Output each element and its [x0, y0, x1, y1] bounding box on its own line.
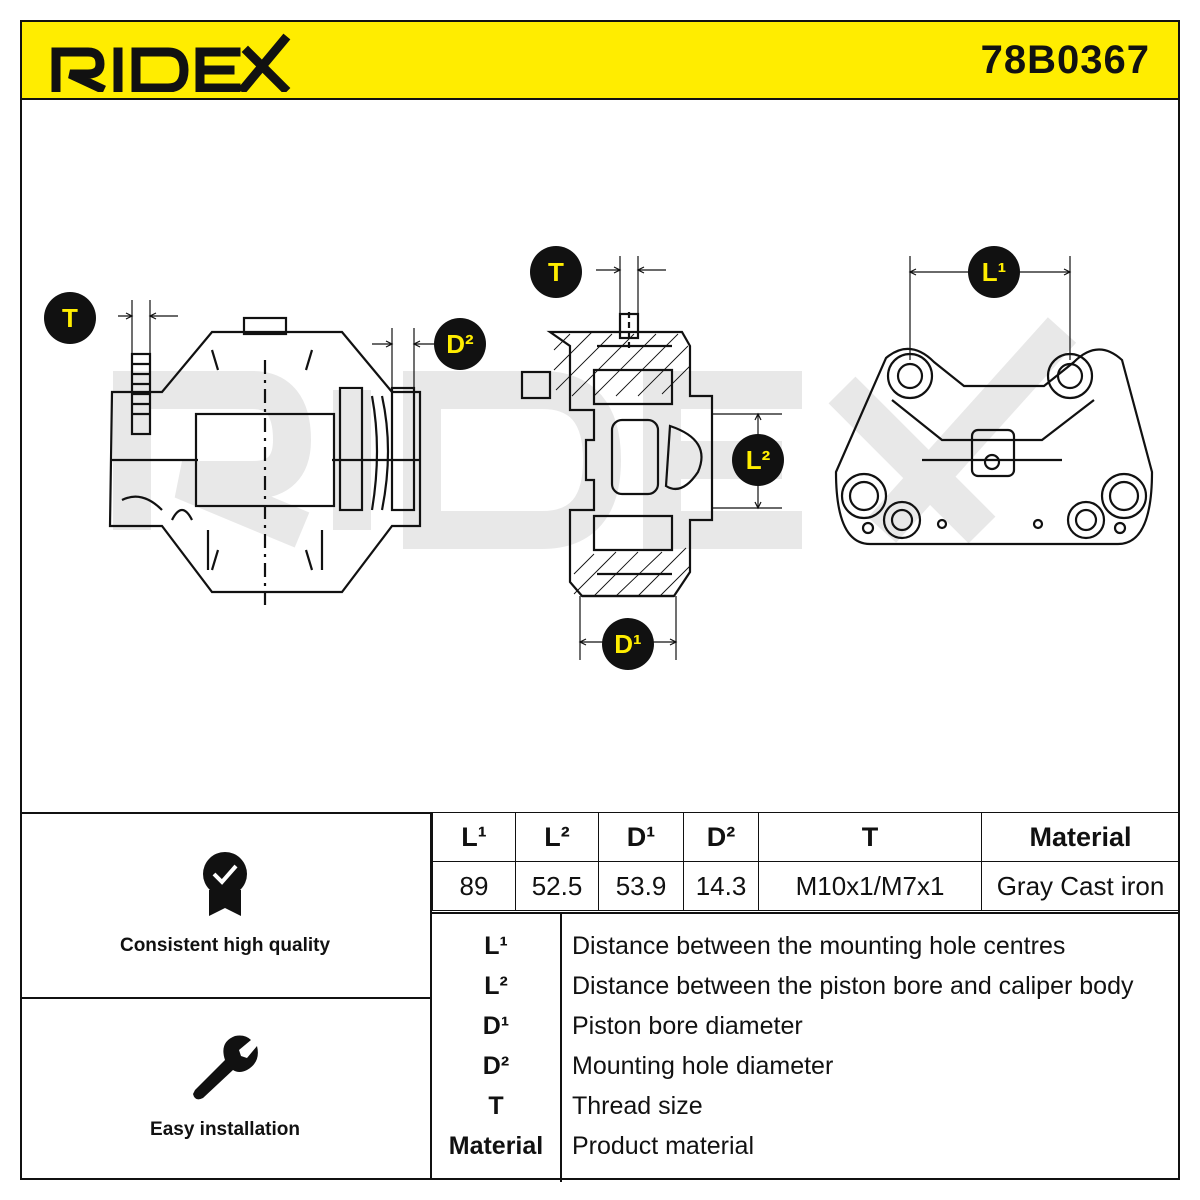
spec-value-d1: 53.9: [598, 861, 684, 911]
legend-key: T: [488, 1092, 504, 1120]
feature-quality: Consistent high quality: [20, 850, 430, 957]
legend-row: L² Distance between the piston bore and …: [432, 968, 1180, 1008]
legend-divider: [560, 914, 562, 1182]
label-d2: D²: [434, 318, 486, 370]
spec-value-material: Gray Cast iron: [981, 861, 1180, 911]
legend-key: D²: [482, 1052, 510, 1080]
header-bar: 78B0367: [20, 20, 1180, 100]
spec-header-row: L¹ L² D¹ D² T Material: [432, 812, 1180, 862]
legend-desc: Distance between the mounting hole centr…: [572, 932, 1066, 960]
legend-row: Material Product material: [432, 1128, 1180, 1168]
caliper-rear-view: [834, 347, 1154, 546]
spec-value-t: M10x1/M7x1: [758, 861, 982, 911]
legend-desc: Distance between the piston bore and cal…: [572, 972, 1134, 1000]
spec-table: L¹ L² D¹ D² T Material 89 52.5 53.9 14.3…: [432, 812, 1180, 911]
feature-divider: [20, 997, 430, 999]
feature-installation: Easy installation: [20, 1032, 430, 1141]
legend-desc: Product material: [572, 1132, 755, 1160]
feature-quality-label: Consistent high quality: [119, 935, 331, 956]
feature-installation-label: Easy installation: [150, 1119, 300, 1140]
legend-desc: Mounting hole diameter: [572, 1052, 834, 1080]
spec-value-l2: 52.5: [515, 861, 599, 911]
spec-value-l1: 89: [432, 861, 516, 911]
label-l2: L²: [732, 434, 784, 486]
spec-header-l1: L¹: [432, 812, 516, 862]
part-number: 78B0367: [980, 38, 1150, 82]
spec-header-t: T: [758, 812, 982, 862]
legend-key: L¹: [484, 932, 508, 960]
label-d1: D¹: [602, 618, 654, 670]
section-hatching: [553, 331, 691, 597]
spec-value-d2: 14.3: [683, 861, 759, 911]
spec-header-d1: D¹: [598, 812, 684, 862]
legend-row: T Thread size: [432, 1088, 1180, 1128]
dim-t-mid: [596, 256, 666, 316]
dim-t-left: [118, 300, 178, 356]
legend-panel: L¹ Distance between the mounting hole ce…: [432, 912, 1180, 1182]
caliper-section-view: [520, 312, 714, 598]
caliper-technical-drawing: [108, 256, 1154, 660]
legend-desc: Thread size: [572, 1092, 703, 1120]
legend-row: D¹ Piston bore diameter: [432, 1008, 1180, 1048]
spec-header-material: Material: [981, 812, 1180, 862]
label-t-mid: T: [530, 246, 582, 298]
spec-header-d2: D²: [683, 812, 759, 862]
legend-key: Material: [448, 1132, 544, 1160]
spec-value-row: 89 52.5 53.9 14.3 M10x1/M7x1 Gray Cast i…: [432, 861, 1180, 911]
dim-d2: [372, 328, 436, 390]
ridex-logo: [51, 33, 291, 92]
feature-panel: Consistent high quality Easy installatio…: [20, 812, 432, 1180]
label-t-left: T: [44, 292, 96, 344]
wrench-icon: [193, 1035, 258, 1100]
quality-badge-icon: [203, 852, 247, 916]
legend-row: D² Mounting hole diameter: [432, 1048, 1180, 1088]
legend-desc: Piston bore diameter: [572, 1012, 803, 1040]
legend-row: L¹ Distance between the mounting hole ce…: [432, 928, 1180, 968]
ridex-watermark: [113, 317, 1077, 549]
spec-header-l2: L²: [515, 812, 599, 862]
legend-key: D¹: [482, 1012, 510, 1040]
label-l1: L¹: [968, 246, 1020, 298]
legend-key: L²: [484, 972, 508, 1000]
dim-l1: [908, 256, 1072, 360]
caliper-side-view: [108, 316, 422, 605]
